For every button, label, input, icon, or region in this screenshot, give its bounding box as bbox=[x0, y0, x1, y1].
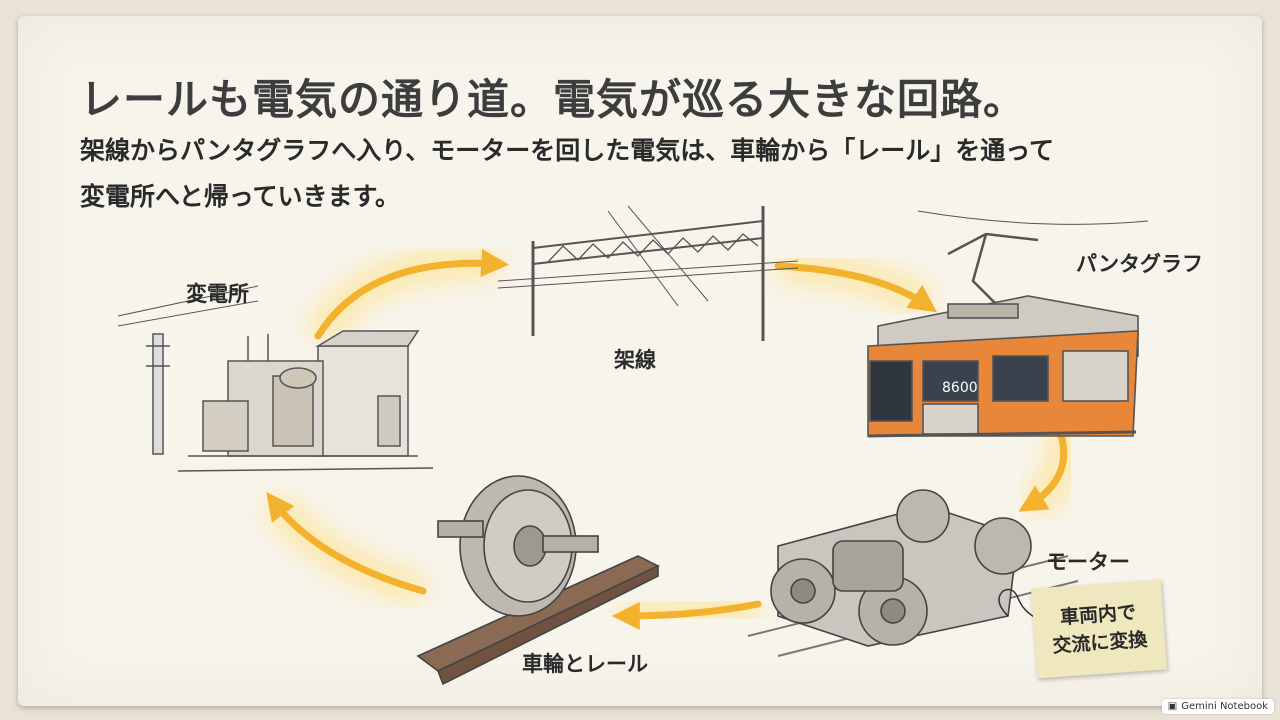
arrow-substation-to-line bbox=[314, 248, 510, 340]
arrow-line-to-pantograph bbox=[774, 262, 938, 313]
train-number: 8600 bbox=[942, 380, 978, 396]
note-pointer bbox=[998, 588, 1037, 619]
label-overhead-line: 架線 bbox=[614, 348, 656, 372]
subtitle-line-2: 変電所へと帰っていきます。 bbox=[80, 182, 401, 211]
overhead-line-illustration bbox=[497, 205, 799, 341]
arrow-motor-to-rail bbox=[611, 600, 762, 630]
page-subtitle: 架線からパンタグラフへ入り、モーターを回した電気は、車輪から「レール」を通って … bbox=[80, 128, 1210, 220]
substation-illustration bbox=[117, 285, 434, 472]
slide: 8600 レールも電気の通り道。電気が巡る大きな回路。 架線か bbox=[18, 16, 1262, 706]
label-pantograph: パンタグラフ bbox=[1076, 252, 1204, 276]
pantograph-train-illustration bbox=[867, 210, 1149, 438]
arrow-rail-to-substation bbox=[266, 492, 427, 595]
illustration-layer: 8600 bbox=[117, 205, 1149, 686]
watermark-badge: ▣ Gemini Notebook bbox=[1161, 699, 1274, 714]
notebook-icon: ▣ bbox=[1167, 701, 1178, 712]
note-line-2: 交流に変換 bbox=[1051, 628, 1149, 658]
subtitle-line-1: 架線からパンタグラフへ入り、モーターを回した電気は、車輪から「レール」を通って bbox=[80, 136, 1055, 165]
wheel-rail-illustration bbox=[416, 475, 660, 686]
page-title: レールも電気の通り道。電気が巡る大きな回路。 bbox=[80, 75, 1027, 124]
label-motor: モーター bbox=[1046, 550, 1130, 574]
sticky-note: 車両内で 交流に変換 bbox=[1031, 579, 1167, 679]
motor-bogie-illustration bbox=[747, 489, 1079, 657]
watermark-text: Gemini Notebook bbox=[1181, 701, 1268, 712]
label-substation: 変電所 bbox=[186, 282, 249, 306]
label-wheel-rail: 車輪とレール bbox=[522, 652, 648, 676]
note-text: 車両内で 交流に変換 bbox=[1050, 598, 1149, 660]
